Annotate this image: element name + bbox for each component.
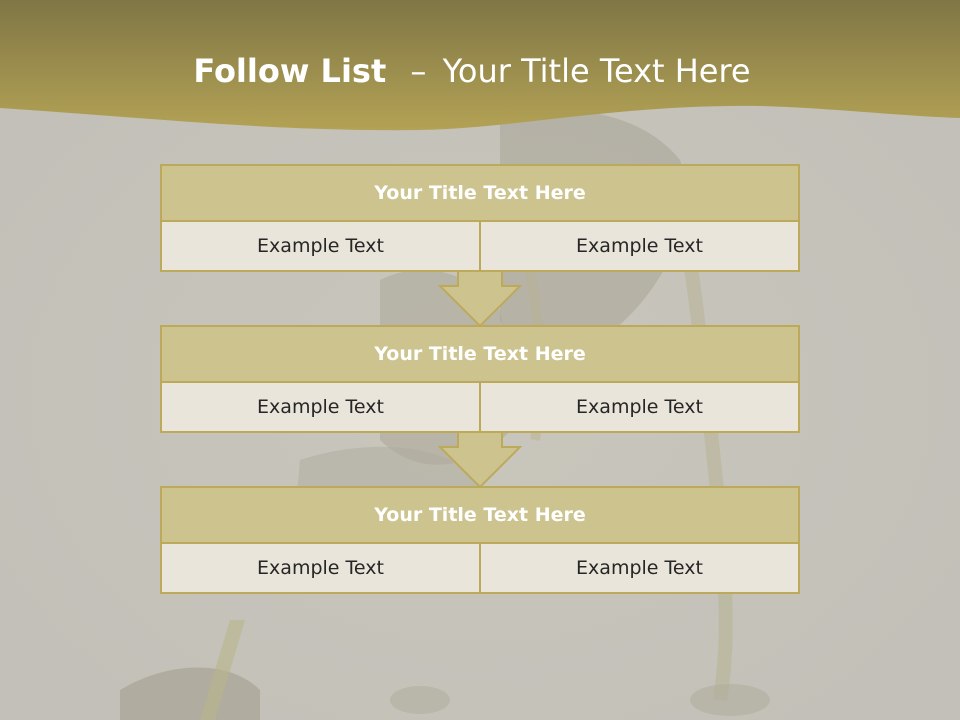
block-right-cell: Example Text: [479, 222, 798, 270]
block-left-cell: Example Text: [162, 544, 479, 592]
follow-block-3: Your Title Text Here Example Text Exampl…: [160, 486, 800, 594]
down-arrow-icon: [438, 429, 522, 489]
block-right-cell: Example Text: [479, 544, 798, 592]
follow-block-1: Your Title Text Here Example Text Exampl…: [160, 164, 800, 272]
header-band: [0, 0, 960, 131]
block-row: Example Text Example Text: [162, 544, 798, 592]
slide-title-dash: –: [410, 52, 427, 90]
slide-title: Follow List – Your Title Text Here: [0, 52, 944, 90]
block-title: Your Title Text Here: [162, 488, 798, 544]
block-title: Your Title Text Here: [162, 327, 798, 383]
block-row: Example Text Example Text: [162, 222, 798, 270]
block-left-cell: Example Text: [162, 383, 479, 431]
block-right-cell: Example Text: [479, 383, 798, 431]
block-row: Example Text Example Text: [162, 383, 798, 431]
follow-block-2: Your Title Text Here Example Text Exampl…: [160, 325, 800, 433]
slide-title-bold: Follow List: [193, 52, 387, 90]
slide-title-rest: Your Title Text Here: [442, 52, 751, 90]
block-title: Your Title Text Here: [162, 166, 798, 222]
block-left-cell: Example Text: [162, 222, 479, 270]
down-arrow-icon: [438, 268, 522, 328]
